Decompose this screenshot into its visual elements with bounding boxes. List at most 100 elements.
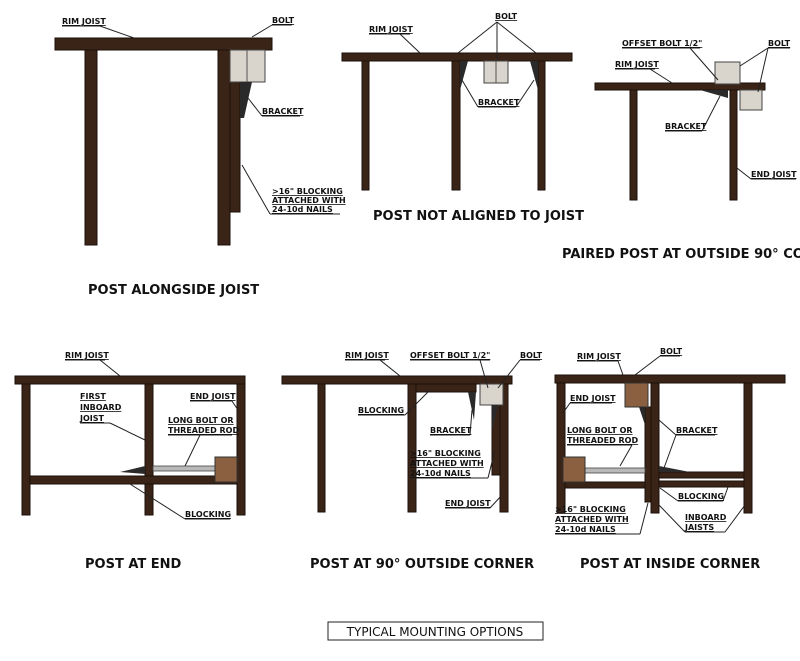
bracket bbox=[659, 466, 690, 472]
bolt-plate bbox=[479, 383, 504, 406]
joist bbox=[317, 383, 326, 513]
panel-post-outside-corner: RIM JOIST OFFSET BOLT 1/2" BOLT BLOCKING… bbox=[281, 351, 543, 572]
blocking bbox=[564, 481, 646, 489]
label-bolt: BOLT bbox=[768, 39, 791, 48]
panel-post-inside-corner: RIM JOIST BOLT END JOIST LONG BOLT OR TH… bbox=[554, 347, 786, 572]
end-joist bbox=[729, 89, 738, 201]
end-joist bbox=[556, 382, 566, 514]
block bbox=[214, 456, 238, 483]
post bbox=[21, 383, 31, 516]
blocking bbox=[658, 471, 745, 479]
end-joist bbox=[236, 383, 246, 516]
post bbox=[650, 382, 660, 514]
post bbox=[451, 60, 461, 191]
label-threaded-rod: LONG BOLT OR bbox=[567, 426, 633, 435]
bracket bbox=[460, 61, 468, 90]
label-bracket: BRACKET bbox=[665, 122, 707, 131]
bolt-plate bbox=[739, 89, 763, 111]
label-end-joist: END JOIST bbox=[445, 499, 491, 508]
bracket bbox=[240, 82, 252, 118]
label-offset-bolt: OFFSET BOLT 1/2" bbox=[622, 39, 702, 48]
bracket bbox=[700, 90, 728, 98]
footer-title: TYPICAL MOUNTING OPTIONS bbox=[346, 625, 524, 639]
label-blocking-note: 24-10d NAILS bbox=[555, 525, 616, 534]
panel-post-alongside-joist: RIM JOIST BOLT BRACKET >16" BLOCKING ATT… bbox=[54, 16, 346, 298]
label-bracket: BRACKET bbox=[430, 426, 472, 435]
label-end-joist: END JOIST bbox=[190, 392, 236, 401]
inboard-joist bbox=[743, 382, 753, 514]
label-blocking: ATTACHED WITH bbox=[272, 196, 346, 205]
panel-title: POST ALONGSIDE JOIST bbox=[88, 283, 259, 298]
panel-title: POST AT END bbox=[85, 557, 182, 572]
rim-joist bbox=[14, 375, 246, 385]
post bbox=[217, 49, 231, 246]
post bbox=[84, 49, 98, 246]
label-end-joist: END JOIST bbox=[751, 170, 797, 179]
label-blocking: BLOCKING bbox=[358, 406, 404, 415]
rim-joist bbox=[281, 375, 513, 385]
panel-post-at-end: RIM JOIST FIRST INBOARD JOIST END JOIST … bbox=[14, 351, 246, 572]
blocking bbox=[658, 480, 745, 488]
label-blocking: BLOCKING bbox=[185, 510, 231, 519]
joist bbox=[537, 60, 546, 191]
block bbox=[624, 382, 649, 408]
bracket bbox=[639, 407, 645, 425]
blocking bbox=[29, 475, 238, 485]
block bbox=[562, 456, 586, 483]
label-inboard-joists: INBOARD bbox=[685, 513, 727, 522]
label-blocking-note: ATTACHED WITH bbox=[410, 459, 484, 468]
bracket bbox=[530, 61, 538, 90]
label-rim-joist: RIM JOIST bbox=[615, 60, 659, 69]
label-blocking: 24-10d NAILS bbox=[272, 205, 333, 214]
post bbox=[407, 383, 417, 513]
label-bolt: BOLT bbox=[660, 347, 683, 356]
label-end-joist: END JOIST bbox=[570, 394, 616, 403]
bracket bbox=[492, 405, 498, 430]
rim-joist bbox=[341, 52, 573, 62]
threaded-rod bbox=[584, 467, 646, 474]
rim-joist bbox=[54, 37, 273, 51]
panel-title: POST AT 90° OUTSIDE CORNER bbox=[310, 557, 534, 572]
label-blocking-note: 24-10d NAILS bbox=[410, 469, 471, 478]
panel-paired-post-outside-corner: OFFSET BOLT 1/2" BOLT RIM JOIST BRACKET … bbox=[562, 39, 800, 262]
post bbox=[629, 89, 638, 201]
label-blocking-note: >16" BLOCKING bbox=[410, 449, 481, 458]
label-bracket: BRACKET bbox=[262, 107, 304, 116]
bracket bbox=[120, 466, 145, 474]
rim-joist bbox=[594, 82, 766, 91]
joist bbox=[361, 60, 370, 191]
label-first-inboard-joist: INBOARD bbox=[80, 403, 122, 412]
label-rim-joist: RIM JOIST bbox=[62, 17, 106, 26]
panel-title: POST NOT ALIGNED TO JOIST bbox=[373, 209, 584, 224]
label-threaded-rod: THREADED ROD bbox=[168, 426, 239, 435]
panel-title: POST AT INSIDE CORNER bbox=[580, 557, 760, 572]
rim-joist bbox=[554, 374, 786, 384]
bolt-plate bbox=[714, 61, 741, 85]
blocking bbox=[644, 406, 652, 503]
label-bolt: BOLT bbox=[520, 351, 543, 360]
label-blocking-note: ATTACHED WITH bbox=[555, 515, 629, 524]
blocking bbox=[415, 383, 477, 393]
label-first-inboard-joist: JOIST bbox=[79, 414, 105, 423]
label-blocking: >16" BLOCKING bbox=[272, 187, 343, 196]
panel-title: PAIRED POST AT OUTSIDE 90° CORNER bbox=[562, 247, 800, 262]
label-rim-joist: RIM JOIST bbox=[65, 351, 109, 360]
label-threaded-rod: LONG BOLT OR bbox=[168, 416, 234, 425]
blocking bbox=[229, 81, 241, 213]
panel-post-not-aligned: RIM JOIST BOLT BRACKET POST NOT ALIGNED … bbox=[341, 12, 584, 224]
label-first-inboard-joist: FIRST bbox=[80, 392, 106, 401]
label-rim-joist: RIM JOIST bbox=[369, 25, 413, 34]
label-threaded-rod: THREADED ROD bbox=[567, 436, 638, 445]
label-rim-joist: RIM JOIST bbox=[345, 351, 389, 360]
first-inboard-joist bbox=[144, 383, 154, 516]
label-bracket: BRACKET bbox=[676, 426, 718, 435]
label-rim-joist: RIM JOIST bbox=[577, 352, 621, 361]
threaded-rod bbox=[152, 465, 216, 472]
label-bracket: BRACKET bbox=[478, 98, 520, 107]
label-blocking: BLOCKING bbox=[678, 492, 724, 501]
label-inboard-joists: JAISTS bbox=[684, 523, 714, 532]
label-blocking-note: >16" BLOCKING bbox=[555, 505, 626, 514]
footer-box bbox=[327, 621, 544, 641]
